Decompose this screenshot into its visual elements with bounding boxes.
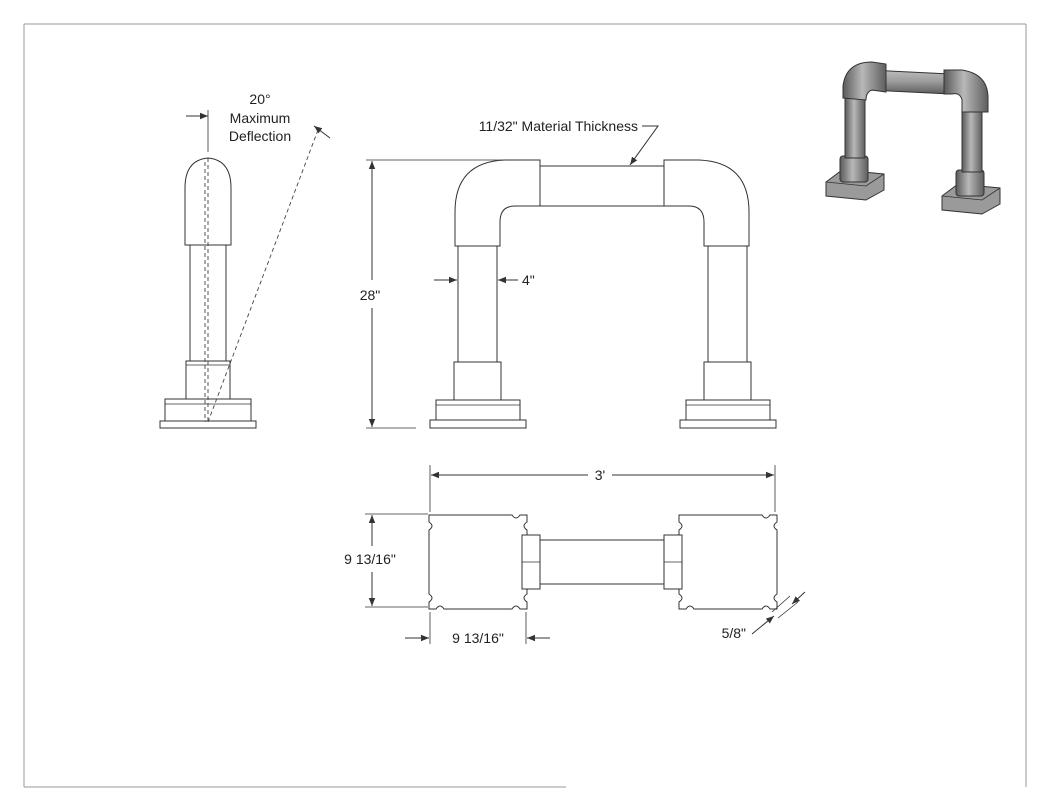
- drawing-frame: [23, 23, 1027, 788]
- deflection-label-line1: Maximum: [230, 110, 291, 126]
- deflection-angle-label: 20°: [249, 91, 270, 107]
- base-depth-label: 9 13/16": [344, 551, 396, 567]
- front-view: [366, 125, 777, 429]
- isometric-render: [825, 61, 1001, 215]
- height-dimension-label: 28": [360, 287, 381, 303]
- post-diameter-label: 4": [522, 272, 535, 288]
- side-view: [159, 110, 331, 429]
- base-thickness-label: 5/8": [722, 625, 746, 641]
- base-width-label: 9 13/16": [452, 630, 504, 646]
- top-view: [365, 465, 806, 644]
- material-thickness-label: 11/32" Material Thickness: [479, 118, 638, 134]
- width-dimension-label: 3': [595, 467, 605, 483]
- deflection-label-line2: Deflection: [229, 128, 291, 144]
